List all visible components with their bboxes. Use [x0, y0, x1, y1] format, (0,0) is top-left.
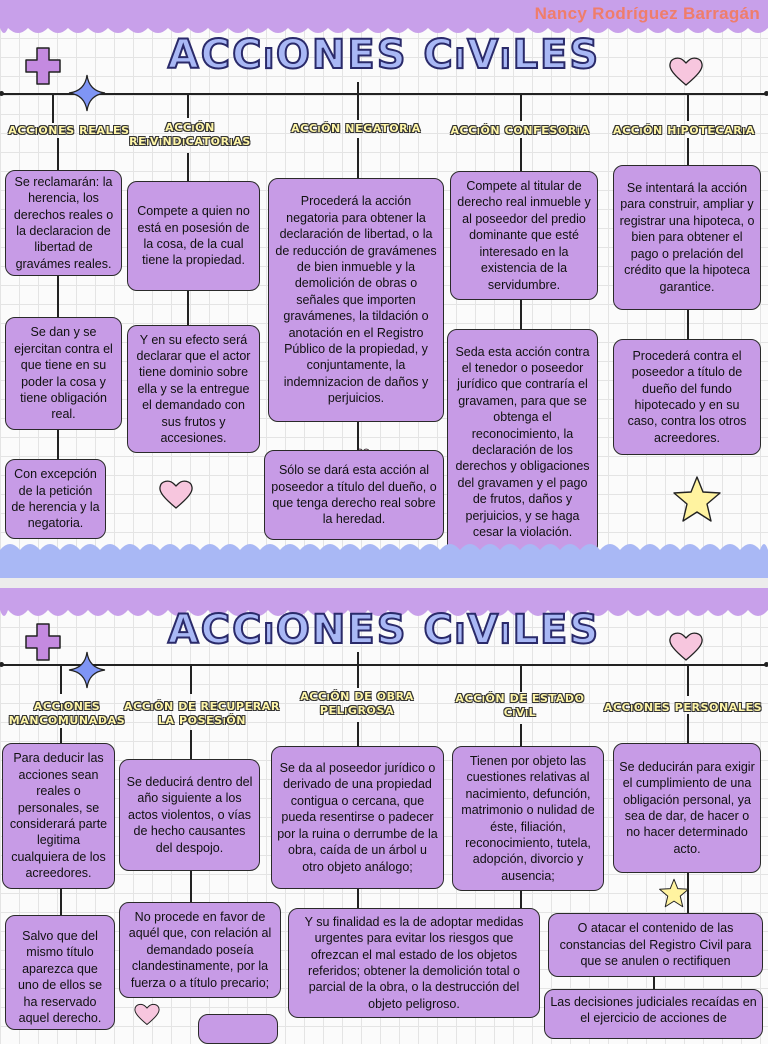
- timeline-1: [0, 93, 768, 95]
- text-box: Y su finalidad es la de adoptar medidas …: [288, 908, 540, 1018]
- header-acciones-reales: ACCiONES REALES: [8, 124, 130, 137]
- heart-icon: [159, 480, 193, 509]
- heart-icon: [134, 1003, 160, 1026]
- timeline-dot: [764, 662, 768, 667]
- star-icon: [673, 476, 721, 522]
- text-box: Salvo que del mismo título aparezca que …: [5, 915, 115, 1030]
- page-title-2: ACCiONES CiViLES: [167, 606, 601, 654]
- author-name: Nancy Rodríguez Barragán: [534, 4, 760, 23]
- top-band-page2: [0, 588, 768, 616]
- text-box: Se reclamarán: la herencia, los derechos…: [5, 170, 122, 276]
- timeline-dot: [764, 91, 768, 96]
- header-accion-obra-peligrosa: ACCiÓN DE OBRA PELiGROSA: [300, 690, 414, 717]
- text-box: Se intentará la acción para construir, a…: [613, 165, 761, 310]
- text-box: Las decisiones judiciales recaídas en el…: [544, 989, 763, 1039]
- text-box: Y en su efecto será declarar que el acto…: [127, 325, 260, 453]
- text-box: Se deducirán para exigir el cumplimiento…: [613, 743, 761, 873]
- text-box: Con excepción de la petición de herencia…: [5, 459, 106, 539]
- star-icon: [68, 651, 106, 689]
- header-accion-confesoria: ACCiÓN CONFESORíA: [450, 124, 590, 137]
- text-box: Tienen por objeto las cuestiones relativ…: [452, 746, 604, 891]
- text-box: No procede en favor de aquél que, con re…: [119, 902, 281, 998]
- heart-icon: [669, 57, 703, 86]
- text-box: Compete al titular de derecho real inmue…: [450, 171, 598, 300]
- text-box: Sólo se dará esta acción al poseedor a t…: [264, 450, 444, 540]
- text-box: [198, 1014, 278, 1044]
- text-box: Se dan y se ejercitan contra el que tien…: [5, 317, 122, 430]
- star-icon: [659, 878, 689, 908]
- text-box: Compete a quien no está en posesión de l…: [127, 181, 260, 291]
- header-accion-hipotecaria: ACCiÓN HiPOTECARiA: [613, 124, 755, 137]
- top-band-page1: [0, 0, 768, 33]
- timeline-dot: [0, 662, 4, 667]
- plus-icon: [25, 47, 61, 85]
- header-accion-recuperar-posesion: ACCiÓN DE RECUPERAR LA POSESiÓN: [124, 700, 280, 727]
- timeline-2: [0, 664, 768, 666]
- page-title-1: ACCiONES CiViLES: [167, 31, 601, 79]
- plus-icon: [25, 623, 61, 661]
- header-acciones-mancomunadas: ACCiONES MANCOMUNADAS: [8, 700, 126, 727]
- header-accion-estado-civil: ACCiÓN DE ESTADO CiViL: [455, 692, 585, 719]
- text-box: Se da al poseedor jurídico o derivado de…: [271, 746, 444, 889]
- text-box: Procederá contra el poseedor a título de…: [613, 339, 761, 455]
- heart-icon: [669, 632, 703, 661]
- text-box: O atacar el contenido de las constancias…: [548, 913, 763, 977]
- text-box: Para deducir las acciones sean reales o …: [2, 743, 115, 889]
- text-box: Se deducirá dentro del año siguiente a l…: [119, 759, 260, 871]
- header-accion-reivindicatorias: ACCiÓN REiViNDiCATORiAS: [129, 121, 251, 148]
- header-accion-negatoria: ACCiÓN NEGATORiA: [291, 122, 421, 135]
- star-icon: [68, 74, 106, 112]
- text-box: Procederá la acción negatoria para obten…: [268, 178, 444, 422]
- text-box: Seda esta acción contra el tenedor o pos…: [447, 329, 598, 555]
- timeline-dot: [0, 91, 4, 96]
- header-acciones-personales: ACCiONES PERSONALES: [603, 701, 763, 714]
- bottom-band-page1: [0, 544, 768, 580]
